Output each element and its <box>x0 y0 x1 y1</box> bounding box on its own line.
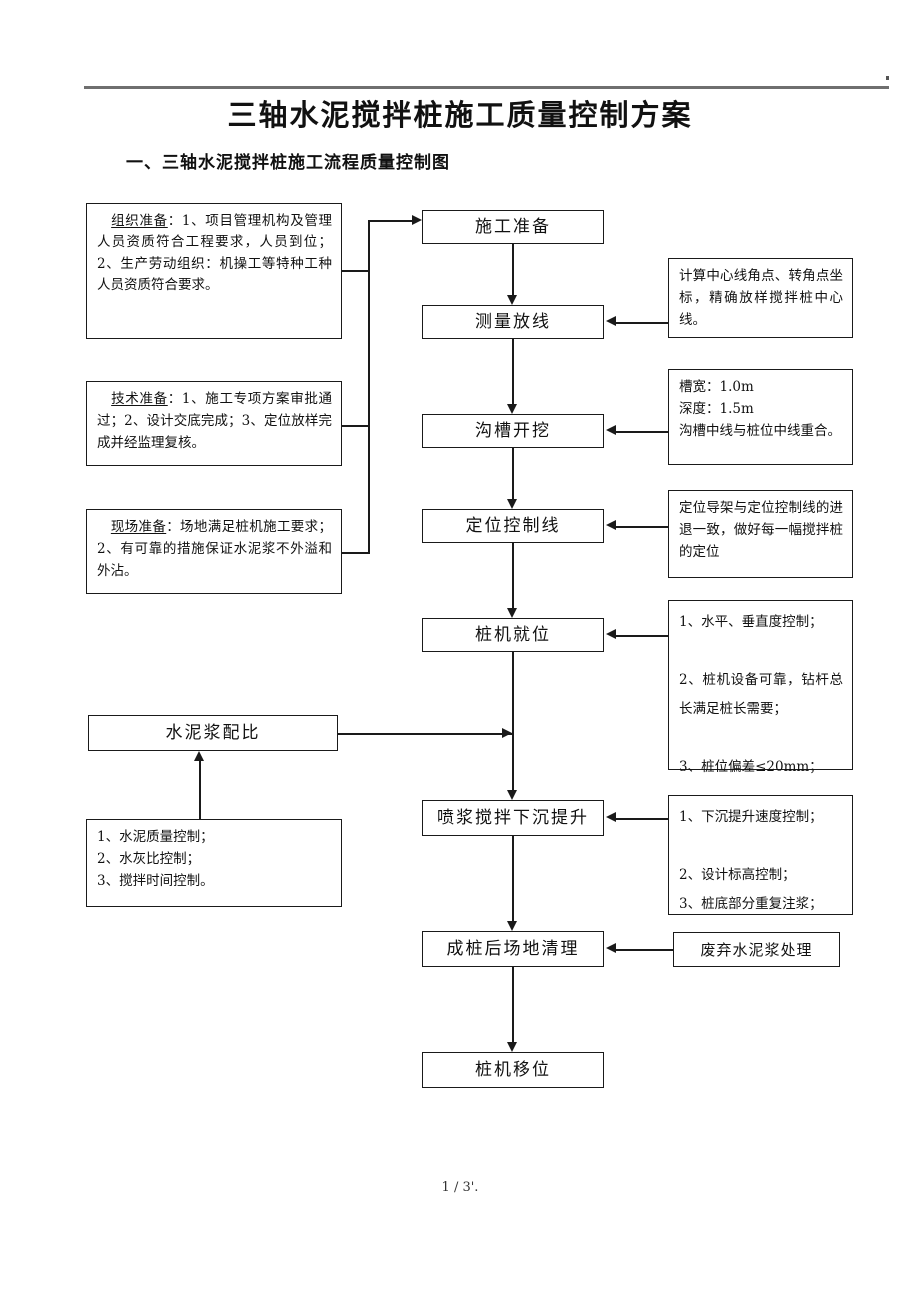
connector-spray-note <box>616 818 668 820</box>
note-text: 计算中心线角点、转角点坐标，精确放样搅拌桩中心线。 <box>679 268 843 328</box>
node-label: 喷浆搅拌下沉提升 <box>437 807 589 828</box>
connector-trench-note <box>616 431 668 433</box>
node-label: 施工准备 <box>475 216 551 237</box>
note-site-preparation: 现场准备：场地满足桩机施工要求；2、有可靠的措施保证水泥浆不外溢和外沾。 <box>86 509 342 594</box>
corner-mark <box>886 76 889 80</box>
connector-bus-to-start <box>368 220 413 222</box>
node-spray-mixing-sink-lift[interactable]: 喷浆搅拌下沉提升 <box>422 800 604 836</box>
note-technical-preparation: 技术准备：1、施工专项方案审批通过；2、设计交底完成；3、定位放样完成并经监理复… <box>86 381 342 466</box>
page-footer: 1 / 3'. <box>441 1180 479 1195</box>
node-label: 成桩后场地清理 <box>446 938 580 959</box>
connector-left-bus <box>368 220 370 553</box>
connector-survey-note <box>616 322 668 324</box>
node-trench-excavation[interactable]: 沟槽开挖 <box>422 414 604 448</box>
note-text: 组织准备：1、项目管理机构及管理人员资质符合工程要求，人员到位；2、生产劳动组织… <box>97 213 333 293</box>
node-survey-setting-out[interactable]: 测量放线 <box>422 305 604 339</box>
note-grout-mix-controls: 1、水泥质量控制； 2、水灰比控制； 3、搅拌时间控制。 <box>86 819 342 907</box>
node-label: 水泥浆配比 <box>165 722 261 743</box>
connector-positioning-to-pilemachine <box>512 543 514 608</box>
arrow-grout-mix-join-flow <box>502 728 512 738</box>
note-waste-grout[interactable]: 废弃水泥浆处理 <box>673 932 840 967</box>
connector-pilemachine-to-spray <box>512 652 514 790</box>
note-text: 1、下沉提升速度控制； 2、设计标高控制； 3、桩底部分重复注浆； <box>679 809 823 913</box>
node-site-cleanup-after-piling[interactable]: 成桩后场地清理 <box>422 931 604 967</box>
note-spray-mixing: 1、下沉提升速度控制； 2、设计标高控制； 3、桩底部分重复注浆； <box>668 795 853 915</box>
arrow-into-cleanup-node <box>606 943 616 953</box>
header-rule <box>84 86 889 89</box>
note-text: 技术准备：1、施工专项方案审批通过；2、设计交底完成；3、定位放样完成并经监理复… <box>97 391 333 451</box>
node-label: 桩机就位 <box>475 624 551 645</box>
note-text: 槽宽：1.0m 深度：1.5m 沟槽中线与桩位中线重合。 <box>679 379 841 439</box>
connector-positioning-note <box>616 526 668 528</box>
connector-survey-to-trench <box>512 339 514 404</box>
connector-cleanup-to-relocation <box>512 967 514 1042</box>
note-text: 1、水泥质量控制； 2、水灰比控制； 3、搅拌时间控制。 <box>97 829 214 889</box>
connector-waste-grout <box>616 949 673 951</box>
connector-note-to-grout-mix <box>199 761 201 819</box>
arrow-into-trench-node <box>606 425 616 435</box>
node-pile-machine-relocation[interactable]: 桩机移位 <box>422 1052 604 1088</box>
arrow-to-pile-machine <box>507 608 517 618</box>
arrow-to-trench <box>507 404 517 414</box>
connector-trench-to-positioning <box>512 448 514 499</box>
node-positioning-control-line[interactable]: 定位控制线 <box>422 509 604 543</box>
connector-site-stub <box>342 552 370 554</box>
note-pile-machine: 1、水平、垂直度控制； 2、桩机设备可靠，钻杆总长满足桩长需要； 3、桩位偏差≤… <box>668 600 853 775</box>
page-title: 三轴水泥搅拌桩施工质量控制方案 <box>227 98 693 132</box>
arrow-into-construction-preparation <box>412 215 422 225</box>
arrow-into-survey-node <box>606 316 616 326</box>
connector-grout-mix-to-flow <box>338 733 512 735</box>
node-construction-preparation[interactable]: 施工准备 <box>422 210 604 244</box>
connector-pile-machine-note <box>616 635 668 637</box>
note-organization-preparation: 组织准备：1、项目管理机构及管理人员资质符合工程要求，人员到位；2、生产劳动组织… <box>86 203 342 339</box>
note-survey: 计算中心线角点、转角点坐标，精确放样搅拌桩中心线。 <box>668 258 853 338</box>
connector-tech-stub <box>342 425 370 427</box>
arrow-into-positioning-node <box>606 520 616 530</box>
note-text: 定位导架与定位控制线的进退一致，做好每一幅搅拌桩的定位 <box>679 500 843 560</box>
node-label: 沟槽开挖 <box>475 420 551 441</box>
node-pile-machine-in-position[interactable]: 桩机就位 <box>422 618 604 652</box>
note-text: 1、水平、垂直度控制； 2、桩机设备可靠，钻杆总长满足桩长需要； 3、桩位偏差≤… <box>679 614 843 776</box>
note-trench: 槽宽：1.0m 深度：1.5m 沟槽中线与桩位中线重合。 <box>668 369 853 465</box>
arrow-to-relocation <box>507 1042 517 1052</box>
note-positioning: 定位导架与定位控制线的进退一致，做好每一幅搅拌桩的定位 <box>668 490 853 578</box>
arrow-into-pile-machine-node <box>606 629 616 639</box>
arrow-to-positioning <box>507 499 517 509</box>
node-label: 定位控制线 <box>465 515 561 536</box>
arrow-to-spray-mixing <box>507 790 517 800</box>
arrow-to-cleanup <box>507 921 517 931</box>
arrow-into-spray-node <box>606 812 616 822</box>
connector-spray-to-cleanup <box>512 836 514 921</box>
connector-org-stub <box>342 270 370 272</box>
note-text: 现场准备：场地满足桩机施工要求；2、有可靠的措施保证水泥浆不外溢和外沾。 <box>97 519 332 579</box>
connector-prep-to-survey <box>512 244 514 295</box>
note-text: 废弃水泥浆处理 <box>700 940 813 959</box>
section-heading: 一、三轴水泥搅拌桩施工流程质量控制图 <box>126 153 450 173</box>
arrow-to-survey <box>507 295 517 305</box>
node-grout-mix[interactable]: 水泥浆配比 <box>88 715 338 751</box>
node-label: 测量放线 <box>475 311 551 332</box>
node-label: 桩机移位 <box>475 1059 551 1080</box>
arrow-into-grout-mix <box>194 751 204 761</box>
